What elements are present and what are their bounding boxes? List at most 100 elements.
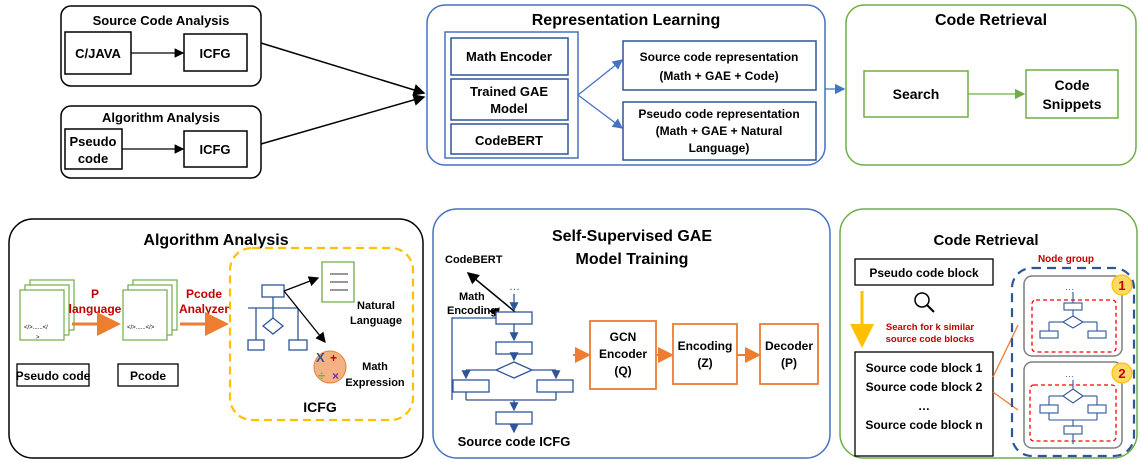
trained-gae-label-1: Trained GAE [470,84,548,99]
pseudo-code-label-box [16,363,90,387]
decoder-label-2: (P) [781,356,797,370]
c-java-label: C/JAVA [75,46,121,61]
svg-text:+: + [330,351,337,365]
pcode-analyzer-label-2: Analyzer [179,302,229,316]
code-retrieval-panel-bottom: Code Retrieval Pseudo code block Search … [839,208,1138,459]
rep-learning-title: Representation Learning [532,12,720,29]
flow-dots: … [509,281,520,293]
pseudo-code-block-box [854,258,994,286]
pcode-documents: </>......</> [122,279,178,341]
pseudo-code-block-label: Pseudo code block [869,266,979,280]
math-encoding-label-1: Math [459,291,485,303]
codebert-box-top [450,123,569,155]
pcode-label-box [117,363,179,387]
pcode-label: Pcode [130,369,166,383]
node-group-2 [1023,361,1123,449]
source-block-n: Source code block n [865,418,982,432]
code-snippets-label-1: Code [1055,77,1090,93]
pseudo-label-2: code [78,151,108,166]
source-icfg-flowchart: … [451,281,574,434]
gae-title-2: Model Training [576,251,689,268]
algo-analysis-title-top: Algorithm Analysis [102,110,220,125]
source-code-icfg-label: Source code ICFG [458,434,571,449]
algorithm-analysis-panel-top: Algorithm Analysis Pseudo code ICFG [60,105,262,179]
svg-text:×: × [332,369,339,383]
icfg-box-source [183,33,248,72]
algo-analysis-title-bottom: Algorithm Analysis [143,232,288,249]
icfg-label-source: ICFG [199,46,230,61]
code-retrieval-title-top: Code Retrieval [935,12,1047,29]
gae-title-1: Self-Supervised GAE [552,228,712,245]
c-java-box [64,31,132,75]
p-language-label-2: language [69,302,122,316]
arrow-source-to-rep [260,42,426,96]
badge-1 [1111,274,1133,296]
magnifier-icon [914,292,935,313]
search-label-2: source code blocks [886,334,975,345]
search-box [863,70,969,118]
codebert-label-top: CodeBERT [475,133,543,148]
group1-dots: … [1065,282,1074,292]
node-group-label: Node group [1038,254,1094,265]
icfg-label-bottom: ICFG [303,399,337,415]
pseudo-code-box [64,128,123,170]
pseudo-code-label: Pseudo code [16,369,91,383]
math-expression-label-1: Math [362,361,388,373]
search-label-1: Search for k similar [886,322,974,333]
codebert-label-bottom: CodeBERT [445,254,503,266]
source-block-ellipsis: … [918,399,930,413]
p-language-label-1: P [91,287,99,301]
code-retrieval-title-bottom: Code Retrieval [933,232,1038,249]
pseudo-rep-label-3: Language) [689,141,750,155]
source-blocks-box [854,351,994,457]
doc1-text-1: </>......</ [24,325,48,331]
badge-2 [1111,362,1133,384]
gcn-label-2: Encoder [599,347,647,361]
source-rep-box [622,40,817,91]
scroll-document-icon [321,261,355,303]
algorithm-analysis-panel-bottom: Algorithm Analysis </>......</ > Pseudo … [8,218,424,459]
doc1-text-2: > [36,335,40,341]
source-code-analysis-panel: Source Code Analysis C/JAVA ICFG [60,5,262,87]
encoding-label-2: (Z) [697,356,712,370]
encoding-box [672,323,738,385]
math-symbols-icon: X + ÷ × [313,350,347,384]
search-label: Search [893,86,940,102]
gcn-encoder-box [589,320,657,390]
math-encoder-box [450,37,569,76]
decoder-box [759,323,819,385]
group2-dots: … [1065,369,1074,379]
math-encoding-label-2: Encoding [447,305,497,317]
representation-learning-panel: Representation Learning Math Encoder Tra… [426,4,826,166]
pseudo-rep-label-1: Pseudo code representation [638,107,799,121]
decoder-label-1: Decoder [765,339,813,353]
svg-text:X: X [316,350,325,365]
code-snippets-box [1025,69,1119,119]
pseudo-rep-label-2: (Math + GAE + Natural [656,124,783,138]
source-rep-label-2: (Math + GAE + Code) [659,69,778,83]
gcn-label-1: GCN [610,330,637,344]
natural-language-label-2: Language [350,315,402,327]
code-retrieval-panel-top: Code Retrieval Search Code Snippets [845,4,1137,166]
gcn-label-3: (Q) [614,364,631,378]
icfg-flowchart-icon [247,284,308,351]
icfg-box-algo [183,130,248,168]
node-group-region [1010,266,1136,458]
pseudo-label-1: Pseudo [70,134,117,149]
pcode-analyzer-label-1: Pcode [186,287,222,301]
badge-1-label: 1 [1118,278,1125,293]
badge-2-label: 2 [1118,366,1125,381]
gae-training-panel: Self-Supervised GAE Model Training CodeB… [432,208,831,459]
math-encoder-label: Math Encoder [466,49,552,64]
math-expression-label-2: Expression [345,377,405,389]
arrow-algo-to-rep [260,94,426,145]
source-block-2: Source code block 2 [866,380,983,394]
source-analysis-title: Source Code Analysis [93,13,230,28]
doc2-text: </>......</> [127,325,155,331]
svg-text:÷: ÷ [318,368,325,383]
code-snippets-label-2: Snippets [1042,96,1101,112]
pseudo-code-documents: </>......</ > [19,279,75,341]
pseudo-rep-box [622,101,817,161]
trained-gae-box [450,78,569,121]
